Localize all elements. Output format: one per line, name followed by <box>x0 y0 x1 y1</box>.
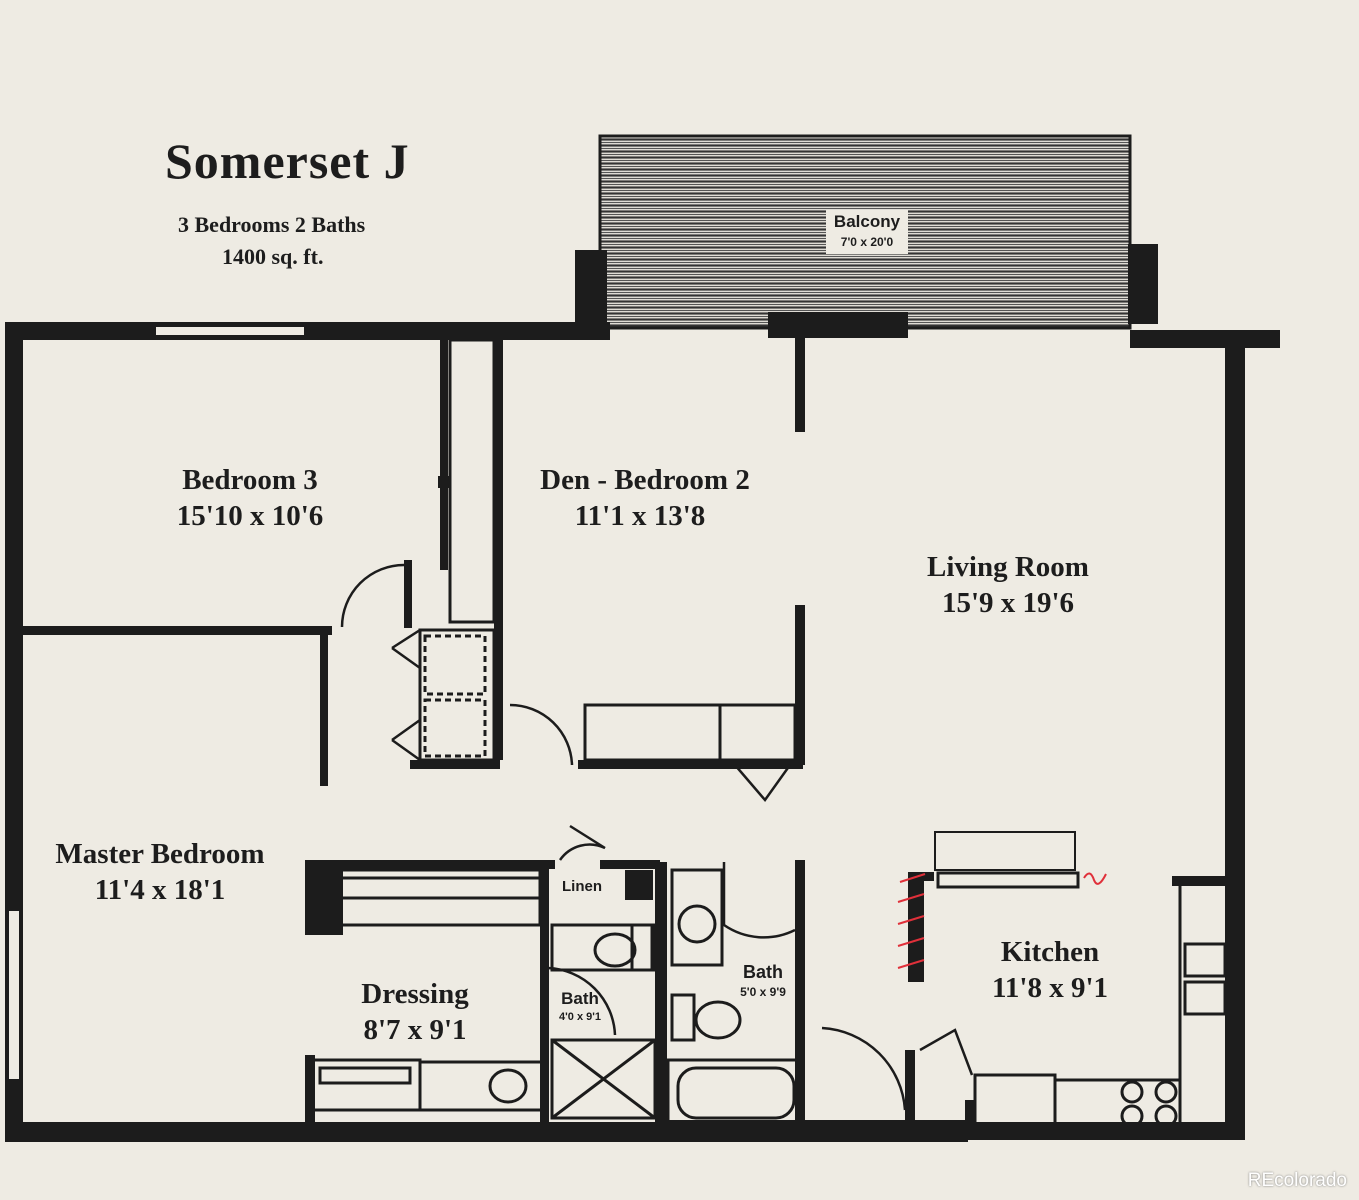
room-balcony: Balcony 7'0 x 20'0 <box>826 212 908 252</box>
room-bath-small: Bath 4'0 x 9'1 <box>548 990 612 1026</box>
bath-fixtures <box>488 868 1178 1128</box>
room-den-bedroom2: Den - Bedroom 2 11'1 x 13'8 <box>520 462 770 534</box>
window-bedroom3 <box>154 325 306 337</box>
red-markup <box>897 872 1107 969</box>
exterior-walls <box>5 322 1280 1142</box>
room-dims: 5'0 x 9'9 <box>740 985 786 999</box>
room-master-bedroom: Master Bedroom 11'4 x 18'1 <box>40 836 280 908</box>
room-dims: 15'10 x 10'6 <box>176 500 324 532</box>
room-name: Bedroom 3 <box>182 464 318 496</box>
room-bath-main: Bath 5'0 x 9'9 <box>728 962 798 1002</box>
room-name: Bath <box>561 989 599 1008</box>
window-master <box>7 909 21 1081</box>
room-bedroom3: Bedroom 3 15'10 x 10'6 <box>120 462 380 534</box>
room-name: Den - Bedroom 2 <box>540 464 750 496</box>
room-dims: 11'4 x 18'1 <box>94 874 226 906</box>
room-dims: 4'0 x 9'1 <box>559 1011 601 1023</box>
room-kitchen: Kitchen 11'8 x 9'1 <box>950 934 1150 1006</box>
room-dims: 7'0 x 20'0 <box>840 235 894 249</box>
room-dims: 11'1 x 13'8 <box>574 500 706 532</box>
room-name: Bath <box>743 962 783 982</box>
balcony <box>575 134 1158 338</box>
plan-area: 1400 sq. ft. <box>222 244 324 269</box>
watermark-credit: REcolorado <box>1247 1170 1347 1191</box>
room-name: Master Bedroom <box>55 838 265 870</box>
closets <box>308 338 1230 1132</box>
room-name: Kitchen <box>1000 936 1100 968</box>
room-living: Living Room 15'9 x 19'6 <box>888 549 1128 621</box>
room-name: Living Room <box>927 551 1089 583</box>
room-dims: 15'9 x 19'6 <box>941 587 1075 619</box>
door-swings <box>340 563 974 1111</box>
plan-bed-bath: 3 Bedrooms 2 Baths <box>178 212 366 237</box>
plan-title: Somerset J <box>165 133 410 189</box>
room-linen: Linen <box>562 878 602 895</box>
room-dressing: Dressing 8'7 x 9'1 <box>320 976 510 1048</box>
room-dims: 11'8 x 9'1 <box>991 972 1108 1004</box>
room-name: Dressing <box>361 978 469 1010</box>
interior-walls <box>20 330 1234 1140</box>
room-dims: 8'7 x 9'1 <box>363 1014 467 1046</box>
room-name: Balcony <box>833 212 901 231</box>
